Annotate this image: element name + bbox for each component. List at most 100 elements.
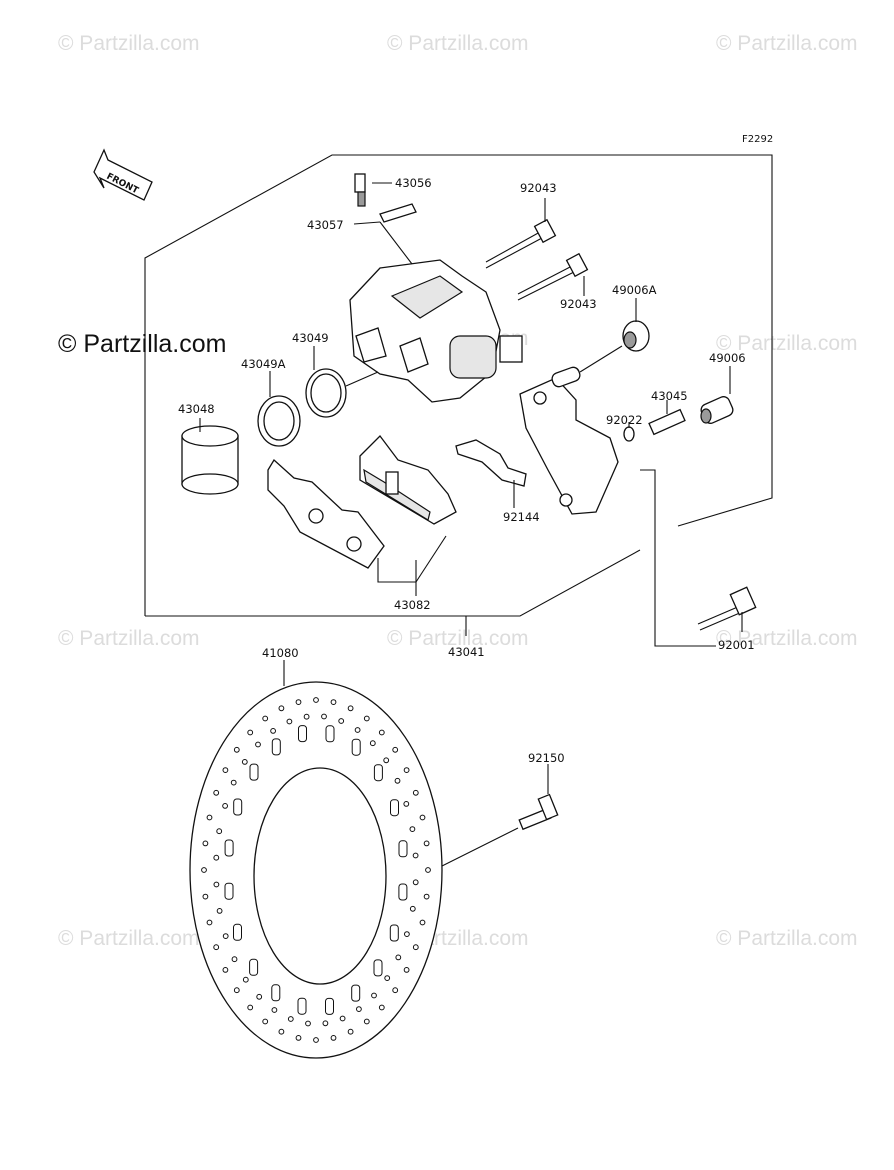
disc-slot xyxy=(249,763,259,781)
watermark: © Partzilla.com xyxy=(716,927,858,950)
disc-slot xyxy=(271,738,281,756)
disc-hole xyxy=(403,767,410,773)
disc-hole xyxy=(213,944,220,951)
disc-hole xyxy=(256,993,263,1000)
disc-hole xyxy=(213,854,220,861)
disc-hole xyxy=(392,987,399,994)
bracket-pin-43045 xyxy=(648,400,686,436)
disc-hole xyxy=(230,779,237,786)
washer-92022 xyxy=(623,422,635,442)
watermark: © Partzilla.com xyxy=(716,32,858,55)
pad-spring xyxy=(455,439,527,508)
brake-disc xyxy=(189,681,443,1059)
label-43056: 43056 xyxy=(395,176,432,190)
disc-hole xyxy=(202,893,209,900)
piston-43048 xyxy=(181,418,239,495)
disc-slot xyxy=(373,959,383,977)
disc-slot xyxy=(390,799,399,817)
disc-hole xyxy=(262,715,269,722)
disc-hole xyxy=(202,840,209,847)
disc-bolt-92150 xyxy=(441,764,559,867)
disc-hole xyxy=(303,713,310,720)
disc-hole xyxy=(233,987,240,994)
assembly-box xyxy=(144,154,773,616)
caliper-pin-upper xyxy=(485,198,557,269)
disc-hole xyxy=(384,975,391,981)
disc-hole xyxy=(222,967,229,973)
disc-hole xyxy=(412,944,419,951)
disc-hole xyxy=(222,803,229,809)
bleeder-cap xyxy=(353,203,417,265)
piston-seal-43049 xyxy=(305,346,379,418)
disc-hole xyxy=(262,1018,269,1025)
disc-hole xyxy=(419,919,426,926)
disc-slot xyxy=(233,798,243,816)
disc-hole xyxy=(206,919,213,926)
brake-pad-front xyxy=(359,435,457,525)
watermark: © Partzilla.com xyxy=(387,32,529,55)
label-43057: 43057 xyxy=(307,218,344,232)
disc-hole xyxy=(216,908,223,914)
watermark: © Partzilla.com xyxy=(387,627,529,650)
label-92144: 92144 xyxy=(503,510,540,524)
label-41080: 41080 xyxy=(262,646,299,660)
disc-slot xyxy=(298,725,307,743)
disc-hole xyxy=(278,1028,285,1035)
caliper-bracket xyxy=(519,366,619,515)
disc-slot xyxy=(325,725,335,743)
label-92001: 92001 xyxy=(718,638,755,652)
label-49006: 49006 xyxy=(709,351,746,365)
disc-slot xyxy=(233,923,242,941)
disc-hole xyxy=(313,1037,319,1043)
disc-hole xyxy=(338,718,345,724)
disc-slot xyxy=(224,882,234,900)
watermark: © Partzilla.com xyxy=(58,927,200,950)
disc-hole xyxy=(412,879,419,886)
disc-hole xyxy=(403,967,410,973)
disc-hole xyxy=(206,814,213,821)
disc-hole xyxy=(356,1006,362,1012)
boot-49006a xyxy=(579,298,650,373)
watermark: © Partzilla.com xyxy=(716,332,858,355)
disc-hole xyxy=(233,746,240,753)
disc-slot xyxy=(249,958,259,976)
disc-hole xyxy=(383,757,390,764)
disc-hole xyxy=(313,697,319,703)
disc-hole xyxy=(213,789,220,796)
disc-hole xyxy=(409,905,416,912)
label-43045: 43045 xyxy=(651,389,688,403)
disc-hole xyxy=(419,814,426,821)
disc-holes xyxy=(201,697,431,1043)
disc-hole xyxy=(378,729,385,736)
caliper-pin-lower xyxy=(517,252,589,301)
disc-hole xyxy=(339,1015,346,1022)
disc-hole xyxy=(213,881,220,888)
assembly-box-bottom xyxy=(145,549,641,617)
figure-code: F2292 xyxy=(742,134,773,145)
disc-hole xyxy=(412,789,419,796)
disc-hole xyxy=(412,852,419,859)
disc-hole xyxy=(423,840,430,847)
disc-hole xyxy=(222,933,229,939)
disc-slot xyxy=(224,839,234,857)
disc-slot xyxy=(325,997,334,1015)
disc-hole xyxy=(286,718,293,725)
label-92022: 92022 xyxy=(606,413,643,427)
label-49006a: 49006A xyxy=(612,283,657,297)
disc-hole xyxy=(201,867,207,873)
disc-hole xyxy=(231,956,238,963)
label-43049a: 43049A xyxy=(241,357,286,371)
disc-hole xyxy=(369,740,376,747)
disc-hole xyxy=(363,1018,370,1025)
disc-slot xyxy=(398,883,408,901)
disc-hole xyxy=(242,976,249,983)
disc-hole xyxy=(371,992,377,999)
brand-logo-text: © Partzilla.com xyxy=(58,330,227,358)
disc-hole xyxy=(330,1035,337,1041)
disc-hole xyxy=(295,1035,302,1041)
disc-hole xyxy=(322,1020,329,1027)
disc-slot xyxy=(373,764,383,782)
watermark: © Partzilla.com xyxy=(58,32,200,55)
